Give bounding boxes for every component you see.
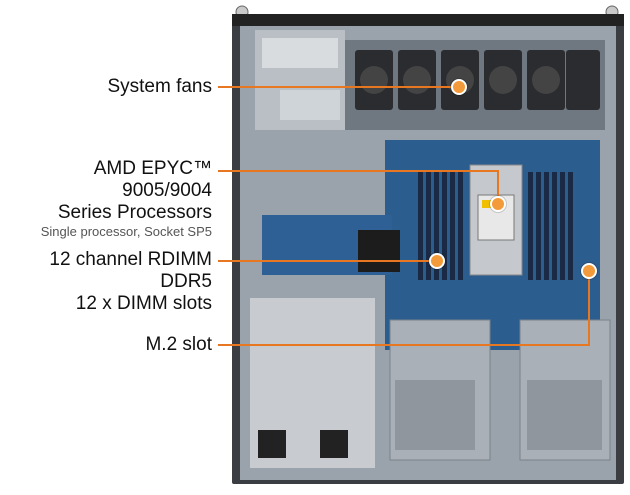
leader-line-m2 (218, 344, 590, 346)
front-bezel (232, 14, 624, 26)
fan-6 (566, 50, 600, 110)
label-cpu-line2: Series Processors (57, 202, 212, 223)
callout-dot-memory (429, 253, 445, 269)
label-m2-slot: M.2 slot (145, 334, 212, 356)
label-cpu-line1: AMD EPYC™ 9005/9004 (93, 158, 212, 201)
callout-dot-m2 (581, 263, 597, 279)
callout-dot-cpu (490, 196, 506, 212)
fan-modules (355, 50, 600, 110)
leader-line-cpu-vertical (497, 170, 499, 202)
leader-line-fans (218, 86, 458, 88)
label-cpu-subtitle: Single processor, Socket SP5 (40, 224, 212, 239)
label-memory-line2: 12 x DIMM slots (75, 293, 212, 314)
dimm-slots-left (418, 172, 463, 280)
heatsink (358, 230, 400, 272)
leader-line-cpu (218, 170, 498, 172)
leader-line-memory (218, 260, 436, 262)
label-cpu: AMD EPYC™ 9005/9004 Series Processors Si… (0, 158, 212, 240)
leader-line-m2-vertical (588, 270, 590, 346)
label-m2-slot-text: M.2 slot (145, 334, 212, 355)
label-system-fans: System fans (107, 76, 212, 98)
label-system-fans-text: System fans (107, 76, 212, 97)
label-memory: 12 channel RDIMM DDR5 12 x DIMM slots (0, 249, 212, 315)
callout-dot-fans (451, 79, 467, 95)
dimm-slots-right (528, 172, 573, 280)
label-memory-line1: 12 channel RDIMM DDR5 (49, 249, 212, 292)
